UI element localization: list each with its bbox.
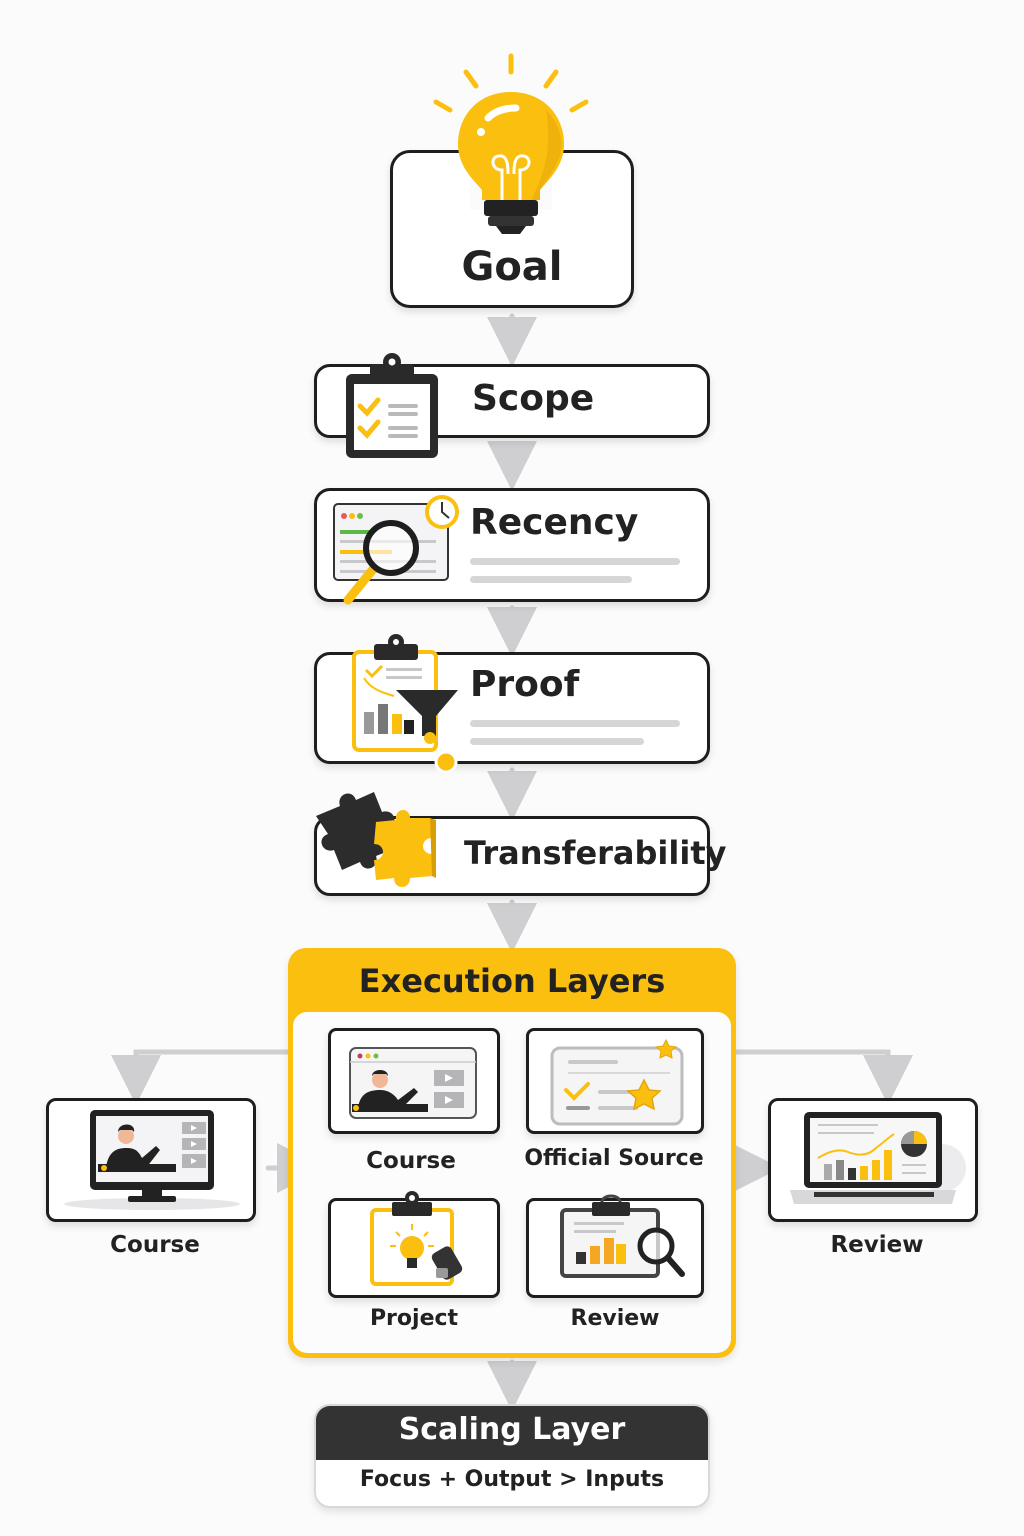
exec-official-source-label: Official Source [524, 1146, 704, 1171]
clipboard-checklist-icon [346, 353, 438, 458]
transferability-card[interactable] [314, 816, 710, 896]
proof-label: Proof [470, 664, 580, 705]
lightbulb-icon [433, 53, 589, 234]
scaling-layer-header [316, 1406, 708, 1460]
exec-course-label: Course [366, 1148, 456, 1174]
laptop-analytics-icon [790, 1112, 966, 1204]
proof-placeholder-line-2 [470, 738, 644, 745]
recency-label: Recency [470, 502, 639, 543]
scaling-layer-title: Scaling Layer [398, 1412, 626, 1447]
recency-placeholder-line-2 [470, 576, 632, 583]
exec-review-label: Review [570, 1306, 660, 1331]
side-review-label: Review [830, 1232, 924, 1258]
execution-layers-title: Execution Layers [358, 962, 666, 1000]
recency-placeholder-line-1 [470, 558, 680, 565]
certified-document-icon [550, 1038, 684, 1126]
scaling-layer-card[interactable] [314, 1404, 710, 1508]
scaling-layer-subtitle: Focus + Output > Inputs [359, 1467, 665, 1492]
video-lesson-icon [349, 1047, 477, 1119]
monitor-lesson-icon [64, 1110, 240, 1210]
scope-label: Scope [472, 378, 595, 419]
puzzle-icon [316, 792, 436, 887]
magnifier-clock-icon [333, 495, 459, 605]
exec-project-label: Project [369, 1306, 459, 1331]
proof-placeholder-line-1 [470, 720, 680, 727]
arrow-exec-to-right-review [719, 1049, 913, 1105]
project-idea-icon [370, 1191, 463, 1286]
clipboard-funnel-icon [352, 634, 458, 774]
goal-label: Goal [461, 244, 563, 290]
chart-review-icon [560, 1194, 685, 1278]
transferability-label: Transferability [464, 834, 727, 872]
arrow-exec-to-left-course [111, 1049, 305, 1105]
side-course-label: Course [110, 1232, 200, 1258]
